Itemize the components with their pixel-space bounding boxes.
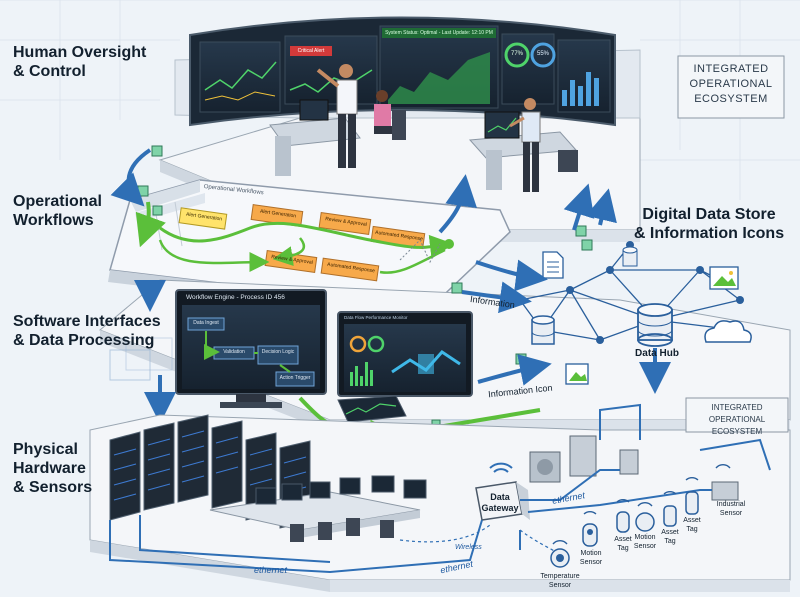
- data-store-title: Digital Data Store & Information Icons: [633, 206, 785, 242]
- cloud-icon: [704, 320, 752, 343]
- engine-node: Data Ingest: [193, 320, 219, 326]
- ecosystem-sign-top: INTEGRATED OPERATIONAL ECOSYSTEM: [689, 63, 773, 105]
- layer-label-human: Human Oversight & Control: [13, 44, 147, 80]
- gauge-value-1: 77%: [510, 51, 523, 57]
- asset-tag-icon: [685, 491, 699, 515]
- sensor-label: Asset Tag: [614, 536, 632, 552]
- asset-tag-icon: [663, 505, 677, 527]
- network-cables: [109, 403, 771, 574]
- operator-right: [509, 98, 578, 192]
- data-hub-database-icon: [637, 303, 673, 347]
- wireless-links: [399, 524, 561, 556]
- sensor-label: Motion Sensor: [633, 534, 657, 550]
- wireless-label: Wireless: [455, 544, 482, 551]
- engine-monitor: [175, 289, 327, 408]
- operator-seated: [374, 90, 406, 140]
- image-icon: [565, 363, 589, 385]
- asset-tag-icon: [616, 511, 630, 533]
- temperature-sensor-icon: [550, 548, 570, 568]
- document-icon: [542, 251, 564, 279]
- sensor-label: Motion Sensor: [579, 550, 603, 566]
- gateway-box: [475, 462, 530, 521]
- workstations: [209, 475, 427, 542]
- motion-sensor-icon: [635, 512, 655, 532]
- engine-monitor-title: Workflow Engine - Process ID 456: [186, 294, 285, 301]
- sensor-label: Asset Tag: [683, 517, 701, 533]
- gateway-label: Data Gateway: [481, 492, 519, 513]
- engine-node: Decision Logic: [261, 349, 295, 355]
- database-icon: [531, 315, 555, 345]
- motion-sensor-icon: [582, 523, 598, 547]
- perf-monitor-title: Data Flow Performance Monitor: [344, 315, 408, 320]
- data-hub-label: Data Hub: [635, 348, 679, 359]
- critical-alert-text: Critical Alert: [297, 48, 325, 54]
- performance-monitor: [337, 311, 473, 397]
- ecosystem-sign-frames: [677, 55, 789, 433]
- sensor-devices: [550, 464, 731, 568]
- image-icon: [709, 266, 739, 290]
- industrial-machine: [529, 435, 739, 501]
- small-database-icon: [622, 246, 638, 267]
- wifi-signal-icon: [552, 464, 731, 545]
- layer-label-workflows: Operational Workflows: [13, 193, 102, 229]
- engine-node: Validation: [223, 349, 245, 355]
- engine-node: Action Trigger: [279, 375, 311, 381]
- operator-standing: [316, 64, 358, 168]
- sensor-label: Industrial Sensor: [716, 501, 746, 517]
- control-tablet: [337, 395, 407, 423]
- system-status-text: System Status: Optimal - Last Update: 12…: [385, 30, 493, 36]
- sensor-label: Temperature Sensor: [540, 573, 580, 589]
- layer-label-hardware: Physical Hardware & Sensors: [13, 441, 93, 496]
- layer-label-software: Software Interfaces & Data Processing: [13, 313, 161, 349]
- ethernet-label: ethernet: [254, 565, 288, 575]
- sensor-label: Asset Tag: [661, 529, 679, 545]
- ecosystem-sign-bottom: INTEGRATED OPERATIONAL ECOSYSTEM: [708, 403, 766, 436]
- gauge-value-2: 55%: [536, 51, 549, 57]
- video-wall: [189, 16, 616, 127]
